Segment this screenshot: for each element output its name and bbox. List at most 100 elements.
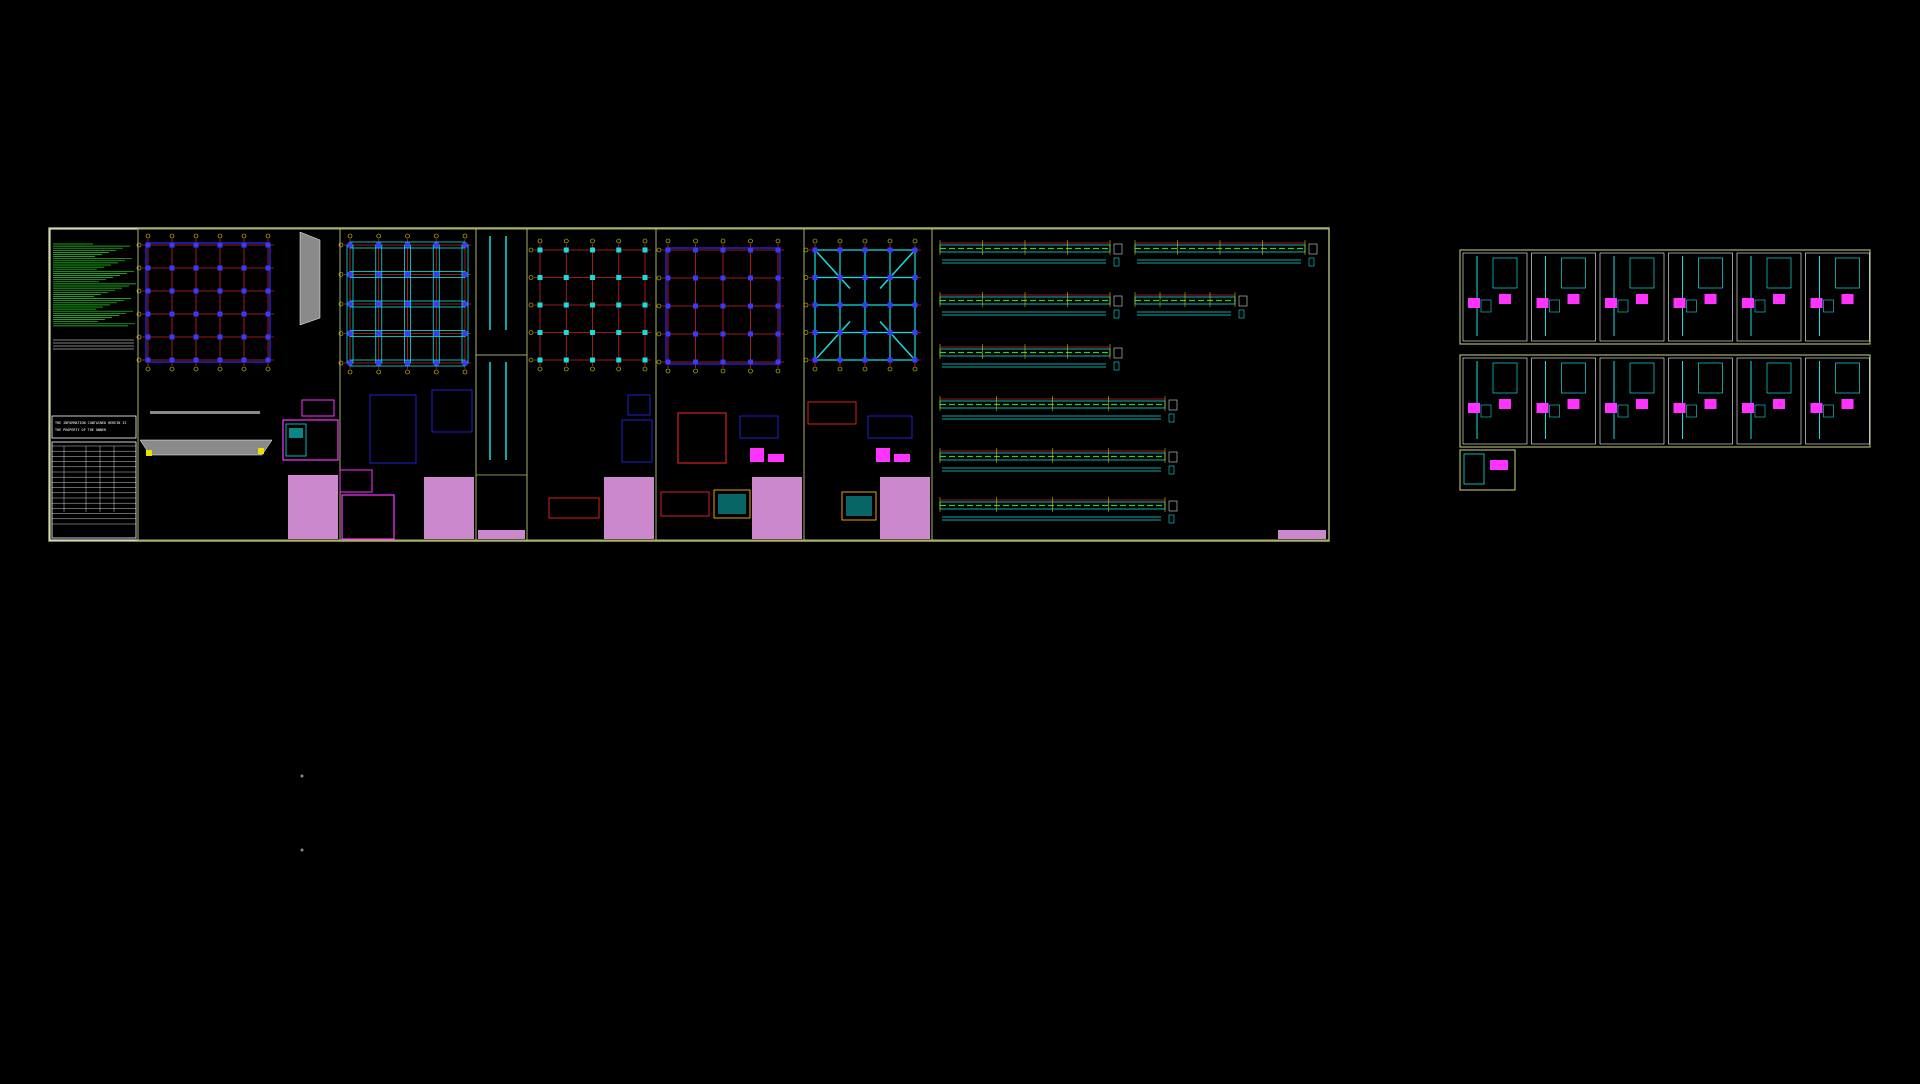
column: [462, 331, 468, 336]
column: [887, 330, 893, 335]
column: [775, 359, 781, 365]
detail-plate: [1536, 298, 1549, 308]
brace: [814, 249, 851, 290]
beam-plan-panel[interactable]: [338, 228, 477, 541]
column: [616, 357, 622, 363]
schedule-table-2: [424, 477, 474, 539]
column: [217, 357, 223, 363]
column: [837, 275, 843, 280]
general-notes-text: [53, 243, 136, 350]
grid-bubble: [169, 233, 175, 239]
grid-bubble: [405, 233, 410, 239]
grid-bubble: [136, 311, 142, 317]
beam-section: [1113, 295, 1123, 307]
grid-bubble: [563, 238, 569, 244]
detail-view: [1835, 362, 1860, 394]
column: [347, 242, 353, 248]
beam-section: [1168, 500, 1178, 512]
detail-plate: [1468, 298, 1480, 308]
grid-bubble: [656, 275, 662, 281]
bracing-plan-panel[interactable]: [803, 228, 933, 541]
grid-bubble: [136, 265, 142, 271]
grid-bubble: [887, 238, 893, 244]
column: [693, 331, 698, 337]
column: [720, 303, 726, 309]
column: [775, 303, 781, 309]
detail-plate: [1841, 399, 1854, 409]
column: [145, 242, 151, 248]
detail-view: [1480, 299, 1492, 313]
grid-bubble: [217, 366, 223, 372]
column: [347, 331, 353, 336]
column: [217, 311, 223, 317]
column: [241, 311, 247, 317]
roof-plan-panel[interactable]: [655, 228, 805, 541]
column: [145, 357, 151, 363]
column: [217, 288, 223, 294]
beam-section: [1238, 309, 1245, 319]
bracing-grid-plan: [803, 238, 921, 372]
detail-plate: [1536, 403, 1549, 413]
title-block-table: [51, 441, 137, 539]
slab-plan-panel[interactable]: [526, 228, 657, 541]
foundation-plan-panel[interactable]: [136, 228, 341, 541]
detail-plate: [1567, 294, 1580, 304]
footing-section: [139, 439, 273, 456]
detail-plate: [1810, 298, 1823, 308]
column: [862, 302, 868, 308]
detail-plate: [1605, 298, 1617, 308]
column: [616, 247, 622, 253]
column: [265, 357, 271, 363]
grid-bubble: [347, 233, 353, 239]
column: [537, 330, 543, 335]
column: [376, 301, 382, 307]
detail-plate: [1841, 294, 1854, 304]
column: [169, 311, 175, 317]
detail-plate: [1499, 399, 1511, 409]
brace: [879, 320, 916, 361]
grid-bubble: [837, 238, 843, 244]
column: [720, 359, 726, 365]
column: [642, 247, 648, 253]
column: [193, 288, 199, 294]
column: [616, 275, 622, 280]
column: [347, 360, 353, 366]
column: [912, 330, 918, 335]
detail-plate: [1636, 399, 1648, 409]
beam-section: [1168, 451, 1178, 463]
snap-marker-icon: [300, 774, 304, 778]
grid-bubble: [528, 275, 534, 280]
column: [616, 330, 622, 335]
title-table-frame: [51, 441, 137, 539]
beam-grid-plan: [338, 233, 471, 375]
main-sheet-strip[interactable]: THE INFORMATION CONTAINED HEREIN IS THE …: [48, 227, 1330, 542]
detail-view: [1823, 404, 1834, 418]
brace: [879, 249, 916, 290]
column: [405, 360, 410, 366]
detail-plate: [1636, 294, 1648, 304]
beam-section: [1238, 295, 1248, 307]
column: [537, 247, 543, 253]
detail-plate: [1605, 403, 1617, 413]
column: [169, 334, 175, 340]
grid-bubble: [528, 247, 534, 253]
detail-sheets-right[interactable]: [1459, 249, 1871, 491]
column: [812, 330, 818, 335]
beam-elevations-panel[interactable]: [931, 228, 1330, 541]
column: [169, 242, 175, 248]
column: [462, 272, 468, 277]
grid-bubble: [217, 233, 223, 239]
column: [433, 272, 439, 277]
grid-bubble: [642, 238, 648, 244]
column-elevation-panel[interactable]: [475, 228, 528, 541]
column: [665, 247, 671, 253]
grid-bubble: [241, 233, 247, 239]
column: [433, 331, 439, 336]
column: [616, 302, 622, 308]
detail-plate: [1742, 298, 1754, 308]
detail-cell: [1531, 357, 1596, 445]
column: [748, 303, 753, 309]
detail-plate: [1468, 403, 1480, 413]
column: [665, 303, 671, 309]
